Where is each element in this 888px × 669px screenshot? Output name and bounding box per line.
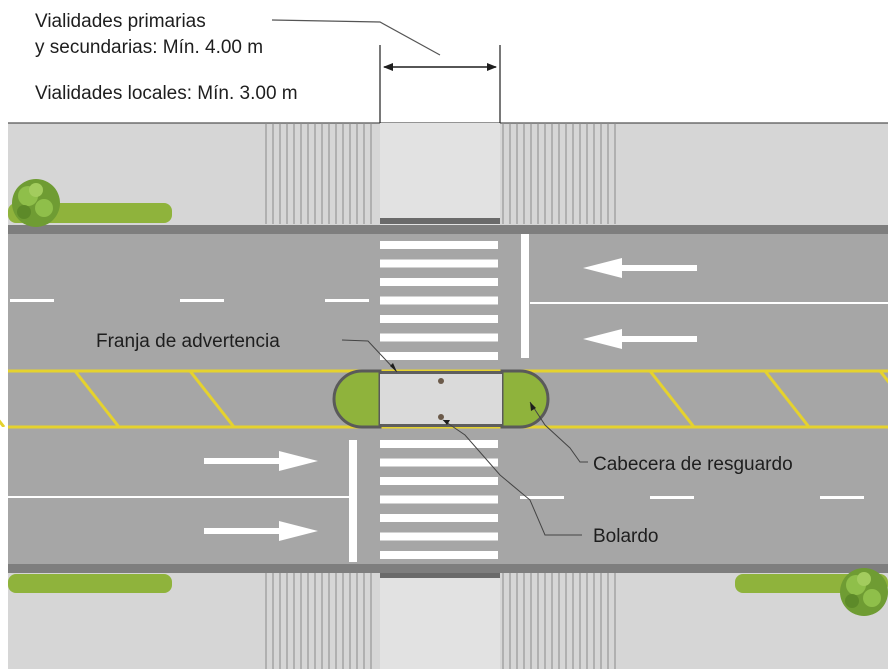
tactile-paving-top-right bbox=[502, 123, 616, 224]
zebra-stripe bbox=[380, 259, 498, 268]
refuge-head-left bbox=[332, 369, 382, 429]
lane-arrow-icon bbox=[583, 258, 697, 278]
zebra-stripe bbox=[380, 551, 498, 559]
width-dimension bbox=[271, 19, 501, 123]
lane-dash bbox=[820, 496, 864, 499]
zebra-stripe bbox=[380, 514, 498, 522]
lane-dash bbox=[10, 299, 54, 302]
median-hatch-line bbox=[0, 419, 6, 427]
width-label-secondary: y secundarias: Mín. 4.00 m bbox=[35, 37, 263, 58]
width-label-primary: Vialidades primarias bbox=[35, 11, 206, 32]
median-hatch-line bbox=[73, 371, 121, 427]
lane-dash bbox=[325, 299, 369, 302]
top-sidewalk bbox=[8, 122, 888, 227]
zebra-stripe bbox=[380, 477, 498, 485]
traffic-arrows bbox=[204, 258, 697, 541]
bottom-curb bbox=[8, 564, 888, 573]
tactile-paving-top-left bbox=[265, 123, 372, 224]
bollard-dot-icon bbox=[438, 414, 444, 420]
refuge-head-right bbox=[500, 369, 550, 429]
median-hatch-line bbox=[188, 371, 236, 427]
zebra-stripe bbox=[380, 333, 498, 342]
zebra-stripe bbox=[380, 278, 498, 286]
refuge-head-label: Cabecera de resguardo bbox=[593, 454, 793, 475]
lane-arrow-icon bbox=[204, 521, 318, 541]
bollard-label: Bolardo bbox=[593, 526, 659, 547]
lane-arrow-icon bbox=[204, 451, 318, 471]
median-hatch-line bbox=[763, 371, 811, 427]
zebra-crosswalk bbox=[380, 241, 498, 559]
pedestrian-refuge bbox=[332, 369, 550, 429]
lane-dash bbox=[650, 496, 694, 499]
zebra-stripe bbox=[380, 352, 498, 360]
lane-dash bbox=[180, 299, 224, 302]
zebra-stripe bbox=[380, 241, 498, 249]
warning-strip-label: Franja de advertencia bbox=[96, 331, 280, 352]
lane-dashes bbox=[10, 299, 864, 499]
bottom-sidewalk bbox=[8, 573, 888, 669]
zebra-stripe bbox=[380, 296, 498, 305]
tree-icon bbox=[12, 179, 60, 227]
median-hatch-line bbox=[878, 371, 888, 384]
zebra-stripe bbox=[380, 458, 498, 467]
stop-bar bbox=[521, 234, 529, 358]
zebra-stripe bbox=[380, 440, 498, 448]
leader-lines bbox=[341, 339, 588, 536]
width-label-local: Vialidades locales: Mín. 3.00 m bbox=[35, 83, 298, 104]
bollard-dot-icon bbox=[438, 378, 444, 384]
zebra-stripe bbox=[380, 315, 498, 323]
planter-strip bbox=[8, 574, 172, 593]
lane-dash bbox=[520, 496, 564, 499]
tactile-paving-bottom-left bbox=[265, 573, 372, 669]
tactile-paving-bottom-right bbox=[502, 573, 616, 669]
tree-icon bbox=[840, 568, 888, 616]
median-hatch-line bbox=[648, 371, 696, 427]
zebra-stripe bbox=[380, 495, 498, 504]
stop-bar bbox=[349, 440, 357, 562]
zebra-stripe bbox=[380, 532, 498, 541]
top-curb bbox=[8, 225, 888, 234]
lane-arrow-icon bbox=[583, 329, 697, 349]
